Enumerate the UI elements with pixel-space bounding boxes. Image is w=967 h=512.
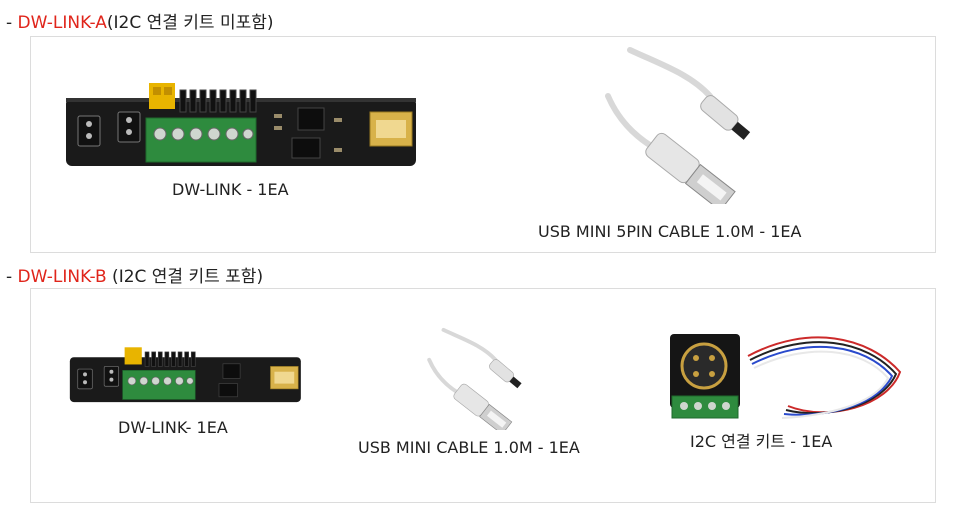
section-b-note: (I2C 연결 키트 포함) — [106, 267, 264, 287]
usb-mini-cable-b-image — [427, 327, 522, 430]
section-b-caption-cable: USB MINI CABLE 1.0M - 1EA — [358, 438, 580, 457]
i2c-sensor-kit-image — [670, 334, 902, 419]
section-a-dash: - — [6, 13, 13, 33]
section-b-product-name: DW-LINK-B — [17, 267, 107, 287]
section-b-dash: - — [6, 267, 13, 287]
dw-link-board-b-image — [69, 347, 301, 403]
section-b-heading: - DW-LINK-B (I2C 연결 키트 포함) — [6, 262, 263, 287]
section-a-note: (I2C 연결 키트 미포함) — [106, 13, 274, 33]
section-a-caption-cable: USB MINI 5PIN CABLE 1.0M - 1EA — [538, 222, 802, 241]
section-b-caption-i2c-kit: I2C 연결 키트 - 1EA — [690, 432, 833, 451]
section-a-product-name: DW-LINK-A — [17, 13, 107, 33]
section-a-heading: - DW-LINK-A(I2C 연결 키트 미포함) — [6, 8, 274, 33]
usb-mini-cable-image — [605, 47, 751, 204]
section-a-caption-board: DW-LINK - 1EA — [172, 180, 289, 199]
section-b-caption-board: DW-LINK- 1EA — [118, 418, 228, 437]
dw-link-board-image — [66, 83, 416, 166]
